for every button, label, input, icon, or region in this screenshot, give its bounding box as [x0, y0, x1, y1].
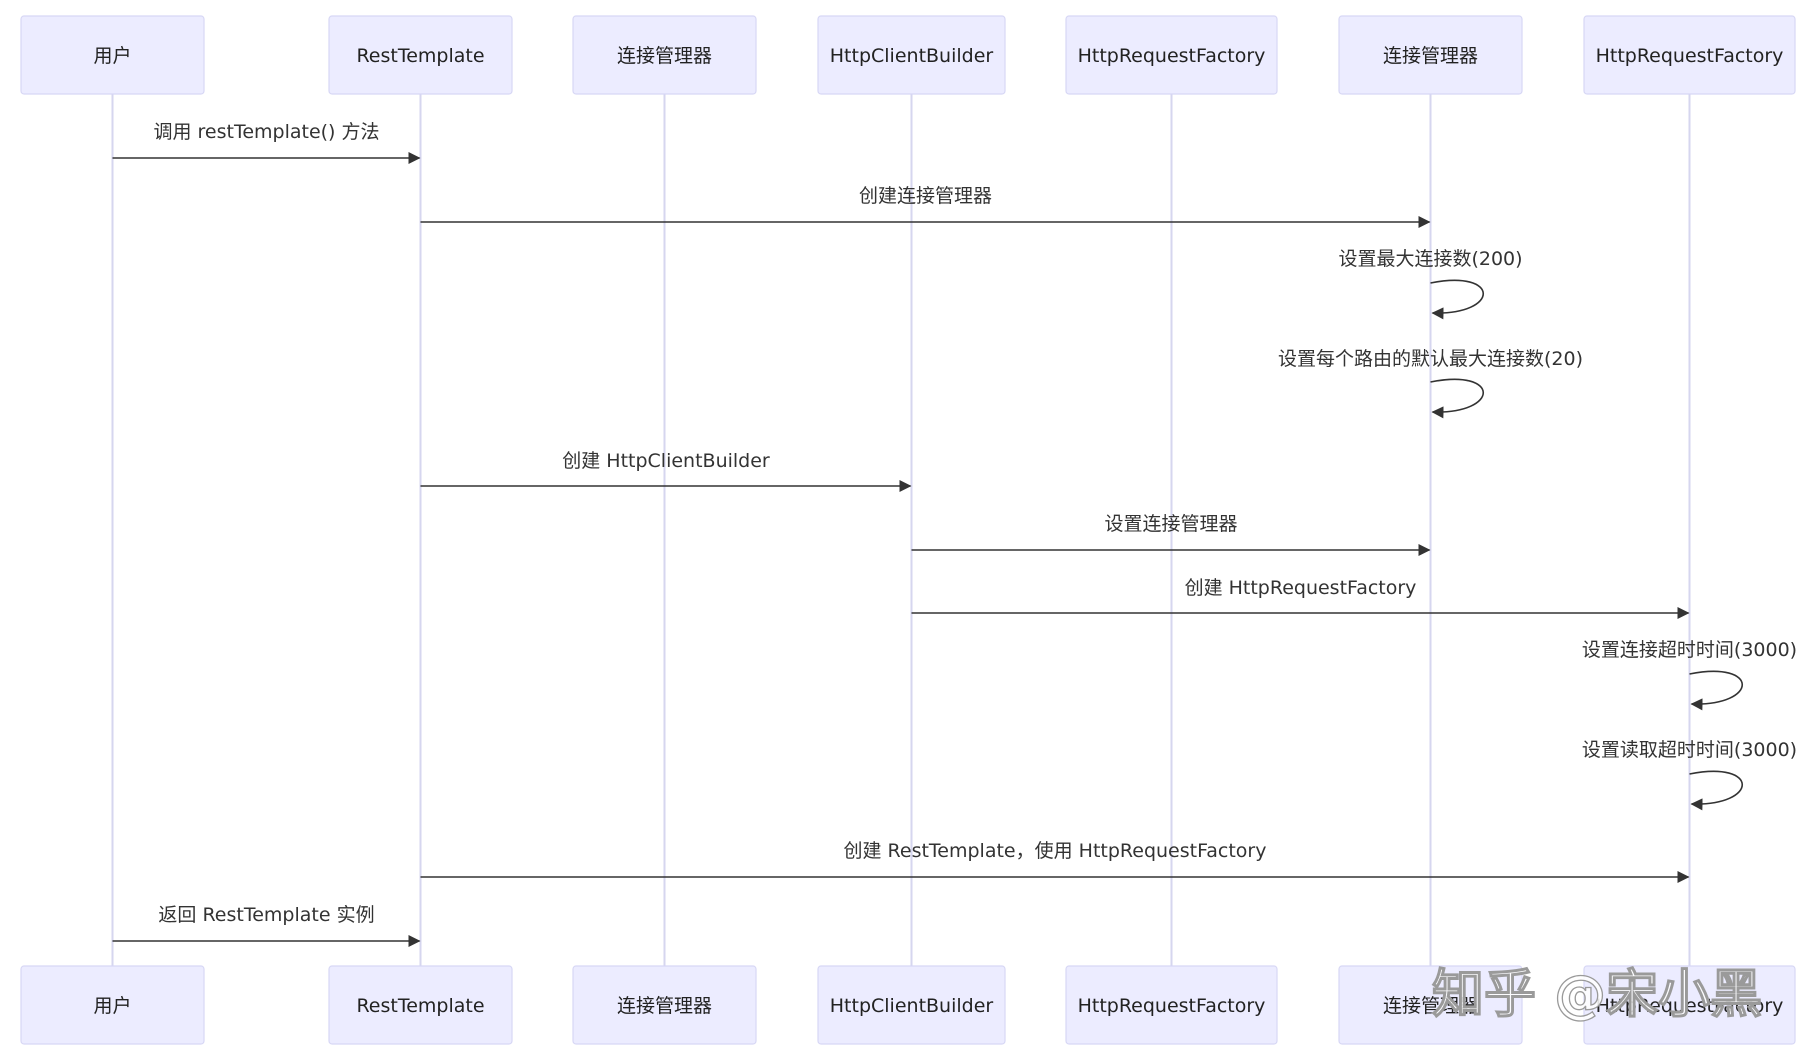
participant-box-bottom — [1338, 965, 1523, 1045]
participant-box-top — [328, 15, 513, 95]
participant-box-bottom — [328, 965, 513, 1045]
participants-top: 用户 RestTemplate 连接管理器 HttpClientBuilder Http… — [20, 15, 1796, 95]
message-label: 设置读取超时时间(3000) — [1582, 739, 1797, 761]
participant-box-top — [817, 15, 1006, 95]
participant-label-bottom: 连接管理器 — [617, 995, 712, 1017]
message-label: 返回 RestTemplate 实例 — [158, 904, 374, 926]
participant-box-bottom — [1065, 965, 1278, 1045]
message-label: 创建 HttpRequestFactory — [1185, 577, 1417, 599]
participant-label-top: HttpRequestFactory — [1078, 45, 1266, 67]
participant-label-bottom: HttpClientBuilder — [830, 995, 994, 1017]
participant-box-top — [1338, 15, 1523, 95]
watermark-text: 知乎 @宋小黑 — [1432, 965, 1762, 1025]
message-label: 创建 RestTemplate，使用 HttpRequestFactory — [844, 840, 1267, 862]
participant-box-bottom — [817, 965, 1006, 1045]
message-label: 设置最大连接数(200) — [1338, 248, 1522, 270]
message-label: 设置每个路由的默认最大连接数(20) — [1278, 348, 1583, 370]
participant-box-top — [1065, 15, 1278, 95]
participant-label-top: 用户 — [93, 45, 131, 67]
participant-box-bottom — [20, 965, 205, 1045]
participant-box-bottom — [572, 965, 757, 1045]
participant-box-bottom — [1583, 965, 1796, 1045]
participant-label-bottom: 连接管理器 — [1383, 995, 1478, 1017]
message-label: 调用 restTemplate() 方法 — [153, 121, 379, 143]
participant-label-bottom: HttpRequestFactory — [1596, 995, 1784, 1017]
message-label: 设置连接超时时间(3000) — [1582, 639, 1797, 661]
self-message-arrow — [1430, 378, 1485, 419]
self-message-arrow — [1689, 670, 1744, 711]
participant-label-bottom: RestTemplate — [356, 995, 484, 1017]
participant-box-top — [572, 15, 757, 95]
participant-box-top — [20, 15, 205, 95]
participant-label-bottom: HttpRequestFactory — [1078, 995, 1266, 1017]
self-message-arrow — [1430, 279, 1485, 320]
message-label: 创建连接管理器 — [859, 185, 992, 207]
participant-label-bottom: 用户 — [93, 995, 131, 1017]
message-label: 设置连接管理器 — [1104, 513, 1237, 535]
lifelines — [111, 94, 1691, 966]
participants-bottom: 用户 RestTemplate 连接管理器 HttpClientBuilder Http… — [20, 965, 1796, 1045]
participant-label-top: HttpRequestFactory — [1596, 45, 1784, 67]
message-label: 创建 HttpClientBuilder — [562, 450, 770, 472]
self-message-arrow — [1689, 770, 1744, 811]
participant-label-top: 连接管理器 — [1383, 45, 1478, 67]
participant-label-top: HttpClientBuilder — [830, 45, 994, 67]
participant-label-top: 连接管理器 — [617, 45, 712, 67]
participant-box-top — [1583, 15, 1796, 95]
participant-label-top: RestTemplate — [356, 45, 484, 67]
